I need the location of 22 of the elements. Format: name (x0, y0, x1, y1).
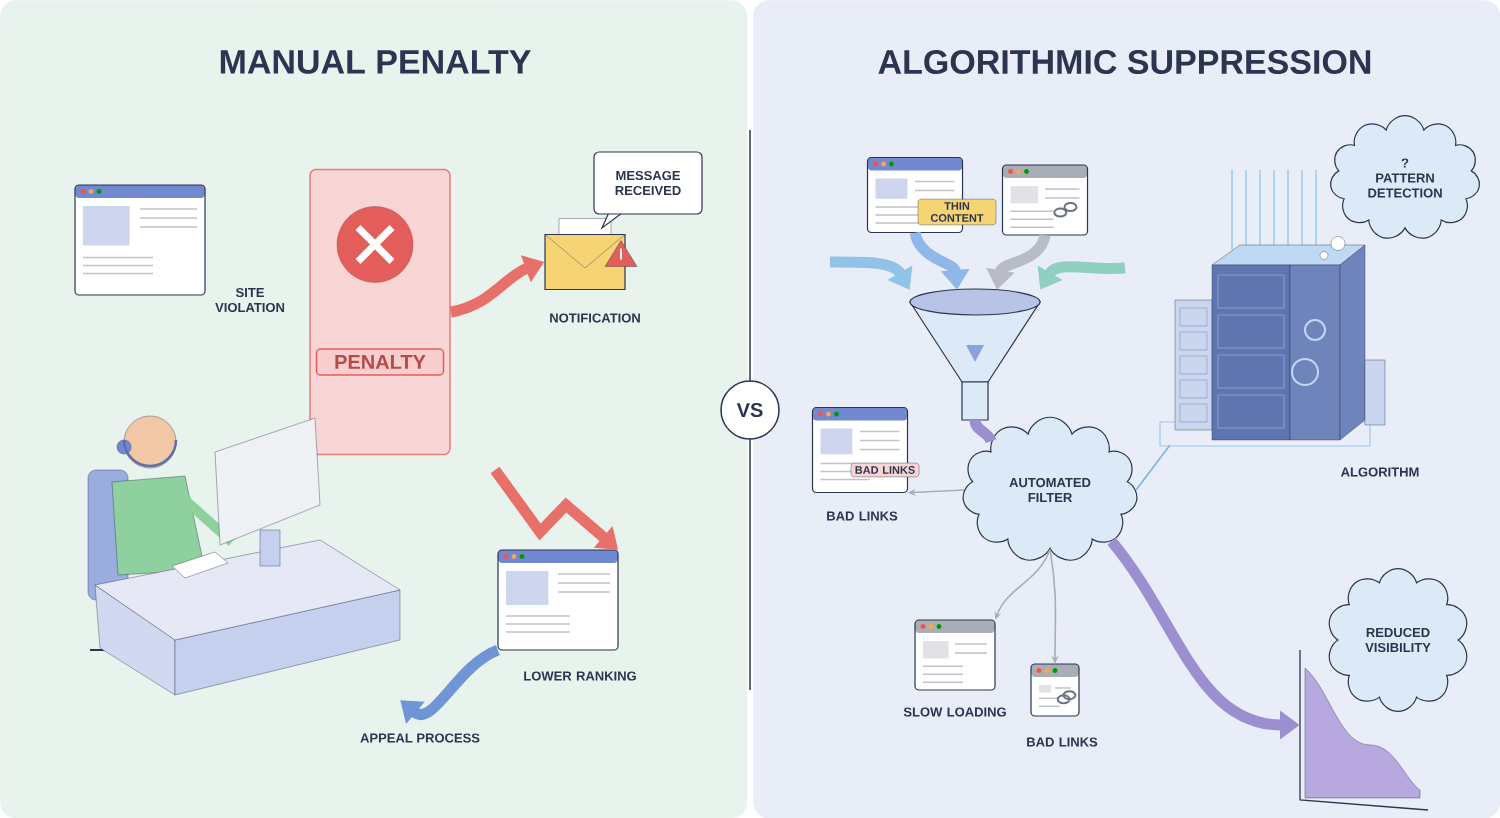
node-label: NOTIFICATION (550, 313, 640, 323)
browser-window (1001, 164, 1089, 236)
connector-line (1135, 444, 1171, 491)
stamp-label: PENALTY (315, 348, 445, 376)
node-label: ALGORITHM (1341, 467, 1419, 477)
cloud-tag: REDUCED VISIBILITY (1328, 568, 1468, 712)
edge-label: APPEAL PROCESS (358, 731, 482, 745)
node-label: LOWER RANKING (524, 671, 636, 681)
node-label: SLOW LOADING (903, 707, 1006, 717)
connector-line (969, 419, 997, 444)
thought-cloud: ? PATTERN DETECTION (1319, 115, 1481, 260)
panel-heading: MANUAL PENALTY (220, 50, 531, 74)
tag-label: BAD LINKS (850, 462, 920, 478)
node-label: BAD LINKS (1027, 737, 1098, 747)
vs-badge: VS (720, 380, 780, 440)
panel-heading: ALGORITHMIC SUPPRESSION (878, 49, 1371, 75)
tag-label: THIN CONTENT (917, 198, 997, 226)
node-label: BAD LINKS (827, 511, 898, 521)
desk-worker-drawing (87, 415, 401, 696)
node-label: SITE VIOLATION (215, 287, 285, 313)
thought-cloud: AUTOMATED FILTER (962, 416, 1138, 561)
speech-bubble: MESSAGE RECEIVED (593, 151, 703, 230)
